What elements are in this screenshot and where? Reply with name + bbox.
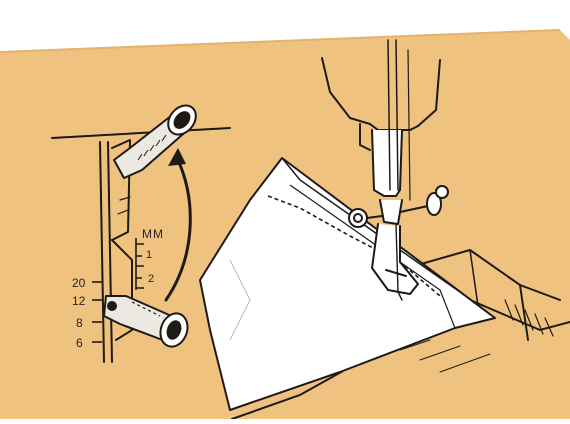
mm-mark-2: 2 (148, 273, 154, 285)
scale-unit-label: MM (142, 227, 164, 241)
stitch-length-20: 20 (72, 276, 86, 290)
stitch-length-8: 8 (76, 316, 83, 330)
foot-screw-left (349, 209, 367, 227)
stitch-length-12: 12 (72, 294, 86, 308)
mm-mark-1: 1 (146, 249, 152, 261)
stitch-length-6: 6 (76, 336, 83, 350)
